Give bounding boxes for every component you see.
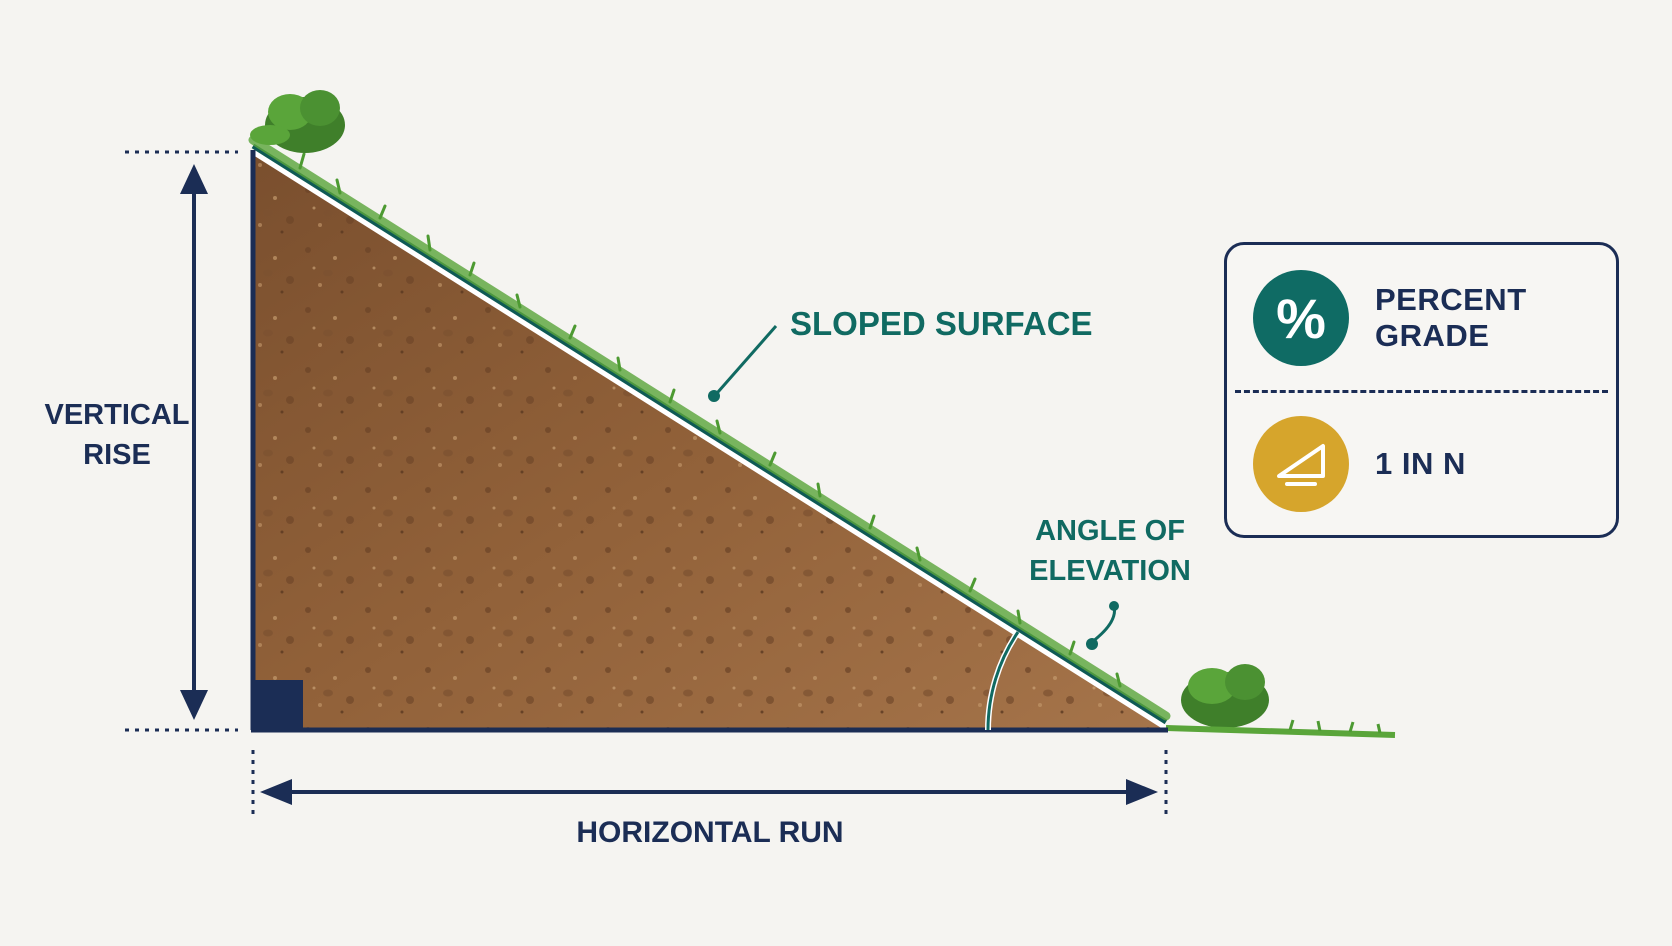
legend-item-percent-grade: % PERCENT GRADE [1227,245,1616,391]
bush-top [250,90,345,153]
angle-label-line2: ELEVATION [1029,555,1191,587]
percent-icon: % [1253,270,1349,366]
dimension-guides [125,150,1168,815]
vertical-rise-arrow-down [180,690,208,720]
ratio-triangle-icon [1253,416,1349,512]
vertical-rise-arrow-up [180,164,208,194]
sloped-surface-edge [251,143,1168,725]
horizontal-run-arrow-left [260,779,292,805]
percent-symbol: % [1276,286,1326,350]
angle-leader [1091,605,1117,644]
legend-label-one-in-n: 1 IN N [1375,446,1466,481]
vertical-rise-label-line1: VERTICAL [45,399,190,431]
sloped-surface-label: SLOPED SURFACE [790,305,1093,342]
sloped-surface-line [251,149,1168,731]
legend-label-percent-grade: PERCENT GRADE [1375,282,1527,353]
legend-box: % PERCENT GRADE 1 IN N [1224,242,1619,538]
horizontal-run-label: HORIZONTAL RUN [576,816,843,849]
right-angle-marker [253,680,303,730]
sloped-surface-leader [716,325,778,393]
sloped-surface-leader-dot [708,390,720,402]
legend-divider [1235,390,1608,393]
horizontal-run-arrow-right [1126,779,1158,805]
grass-strip [248,135,1171,721]
bush-bottom [1165,664,1396,738]
angle-arc [986,631,1020,731]
angle-leader-dot [1086,638,1098,650]
vertical-rise-label-line2: RISE [83,439,151,471]
angle-label-line1: ANGLE OF [1035,515,1185,547]
angle-leader-top-dot [1109,601,1119,611]
legend-item-one-in-n: 1 IN N [1227,391,1616,537]
